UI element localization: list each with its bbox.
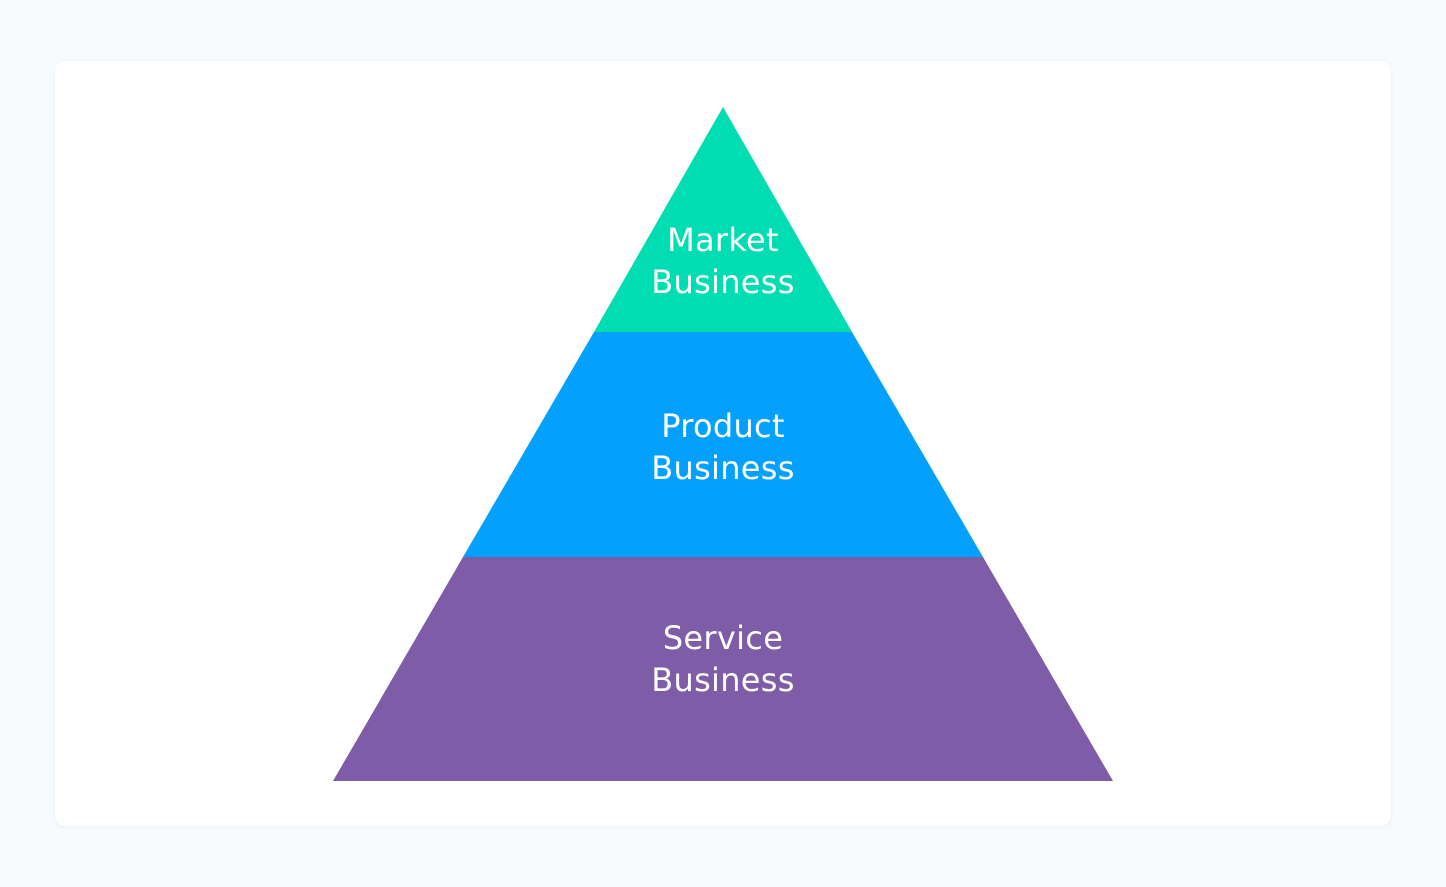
pyramid-tier-product [463,332,983,557]
tier-label-market-line2: Business [651,263,795,301]
tier-label-service-line1: Service [663,619,783,657]
pyramid-tier-service [333,557,1113,781]
tier-label-product-line2: Business [651,449,795,487]
tier-label-product-line1: Product [661,407,785,445]
tier-label-service-line2: Business [651,661,795,699]
pyramid-tier-market [594,107,852,332]
tier-label-market-line1: Market [667,221,779,259]
